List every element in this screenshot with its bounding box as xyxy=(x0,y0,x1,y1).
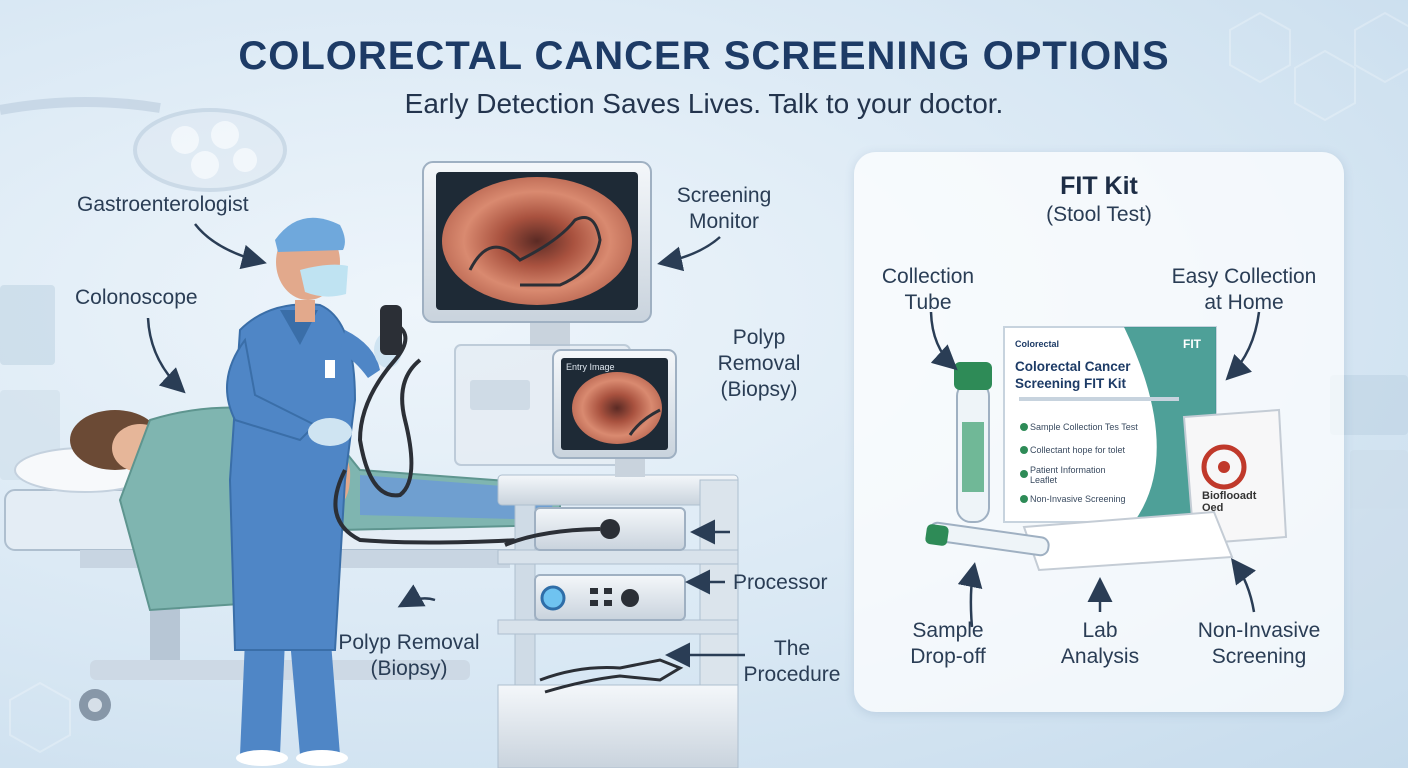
label-lab-analysis-line2: Analysis xyxy=(1060,645,1140,668)
fit-label-arrows xyxy=(929,311,1261,628)
label-polyp-removal-bottom: Polyp Removal (Biopsy) xyxy=(333,630,485,682)
label-the-procedure-line2: Procedure xyxy=(743,663,841,686)
label-non-invasive-line1: Non-Invasive xyxy=(1197,619,1321,642)
page-subtitle: Early Detection Saves Lives. Talk to you… xyxy=(404,88,1004,119)
colonoscope-handle xyxy=(380,305,402,355)
biohazard-bag-label-line2: Oed xyxy=(1202,502,1224,514)
colonoscope-cable xyxy=(333,318,541,545)
label-easy-collection: Easy Collection at Home xyxy=(1163,264,1325,316)
label-polyp-removal-top-line2: Removal xyxy=(717,352,801,375)
label-polyp-removal-top-line3: (Biopsy) xyxy=(720,378,798,401)
fit-box-title-line1: Colorectal Cancer xyxy=(1015,359,1131,374)
label-screening-monitor-line2: Monitor xyxy=(688,210,760,233)
label-polyp-removal-top: Polyp Removal (Biopsy) xyxy=(710,325,808,403)
fit-box-item-3: Patient Information Leaflet xyxy=(1030,465,1106,485)
surgical-lamp xyxy=(0,96,287,192)
light-source-unit xyxy=(504,507,686,551)
fit-box-item-2: Collectant hope for tolet xyxy=(1030,445,1126,455)
label-screening-monitor: Screening Monitor xyxy=(672,183,776,235)
page-title: COLORECTAL CANCER SCREENING OPTIONS xyxy=(238,34,1170,78)
fit-box-item-3-line2: Leaflet xyxy=(1030,475,1058,485)
label-the-procedure: The Procedure xyxy=(742,636,842,688)
sample-tube-and-papers xyxy=(925,510,1234,572)
label-polyp-removal-bottom-line1: Polyp Removal xyxy=(338,631,480,654)
screening-monitor xyxy=(422,161,652,350)
biohazard-bag xyxy=(1182,408,1288,546)
label-sample-dropoff-line2: Drop-off xyxy=(910,645,986,668)
label-colonoscope: Colonoscope xyxy=(75,286,198,309)
label-easy-collection-line1: Easy Collection xyxy=(1171,265,1317,288)
gastroenterologist-figure xyxy=(226,217,402,766)
processor-unit xyxy=(534,574,686,621)
label-sample-dropoff-line1: Sample xyxy=(912,619,984,642)
label-screening-monitor-line1: Screening xyxy=(676,184,772,207)
background-equipment-right xyxy=(1330,375,1408,650)
label-polyp-removal-bottom-line2: (Biopsy) xyxy=(370,657,448,680)
small-monitor xyxy=(552,349,677,477)
label-arrows xyxy=(146,223,745,668)
label-non-invasive: Non-Invasive Screening xyxy=(1188,618,1330,670)
label-sample-dropoff: Sample Drop-off xyxy=(898,618,998,670)
small-monitor-caption: Entry Image xyxy=(566,362,615,372)
label-collection-tube-line1: Collection xyxy=(881,265,975,288)
fit-box-title-line2: Screening FIT Kit xyxy=(1015,376,1127,391)
biohazard-bag-label-line1: Bioflooadt xyxy=(1202,490,1257,502)
fit-box-item-4: Non-Invasive Screening xyxy=(1030,494,1126,504)
fit-kit-illustration xyxy=(925,311,1288,628)
label-polyp-removal-top-line1: Polyp xyxy=(732,326,786,349)
label-lab-analysis-line1: Lab xyxy=(1082,619,1118,642)
biohazard-bag-label: Bioflooadt Oed xyxy=(1202,490,1256,514)
label-the-procedure-line1: The xyxy=(773,637,811,660)
collection-tube xyxy=(954,362,992,523)
fit-box-badge: FIT xyxy=(1183,337,1201,351)
label-non-invasive-line2: Screening xyxy=(1211,645,1307,668)
fit-box-item-1: Sample Collection Tes Test xyxy=(1030,422,1138,432)
label-collection-tube-line2: Tube xyxy=(904,291,952,314)
label-easy-collection-line2: at Home xyxy=(1204,291,1284,314)
fit-box-item-3-line1: Patient Information xyxy=(1030,465,1106,475)
fit-kit-subtitle: (Stool Test) xyxy=(1046,203,1152,226)
hexagon-pattern xyxy=(9,11,1408,754)
label-lab-analysis: Lab Analysis xyxy=(1052,618,1148,670)
label-processor: Processor xyxy=(733,571,828,594)
fit-kit-title: FIT Kit xyxy=(1060,172,1138,200)
label-collection-tube: Collection Tube xyxy=(874,264,982,316)
fit-box-title: Colorectal Cancer Screening FIT Kit xyxy=(1015,358,1131,392)
fit-box-brand: Colorectal xyxy=(1015,339,1060,349)
label-gastroenterologist: Gastroenterologist xyxy=(77,193,249,216)
